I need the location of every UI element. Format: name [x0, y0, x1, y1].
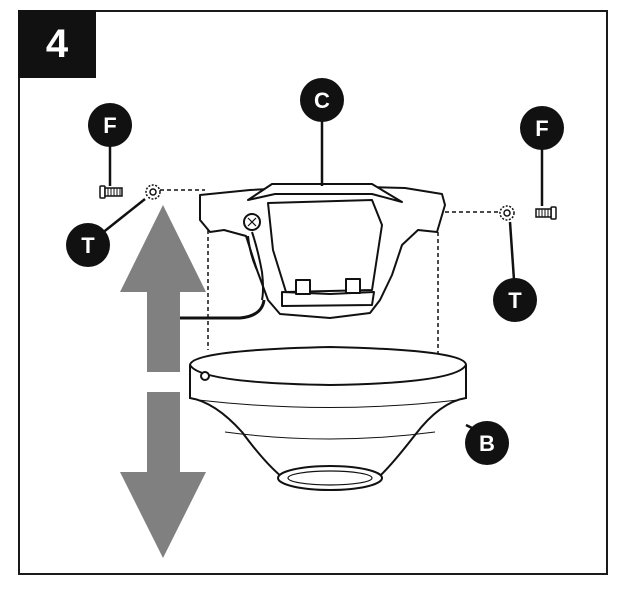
step-number: 4 — [45, 21, 69, 66]
washer-left — [145, 184, 161, 200]
down-arrow — [120, 392, 206, 558]
callout-T-right: T — [493, 278, 537, 322]
callout-T-left: T — [66, 223, 110, 267]
diagram-frame — [18, 10, 608, 575]
callout-F-left: F — [88, 103, 132, 147]
callout-F-right: F — [520, 106, 564, 150]
washer-right — [499, 205, 515, 221]
ground-wire — [180, 299, 266, 320]
callout-B: B — [465, 421, 509, 465]
leader-lines — [100, 118, 544, 430]
step-number-badge: 4 — [18, 10, 96, 78]
up-arrow — [120, 205, 206, 372]
callout-C: C — [300, 78, 344, 122]
screw-right — [535, 206, 557, 220]
svg-text:F: F — [535, 116, 548, 141]
screw-left — [99, 185, 123, 199]
mounting-bracket — [199, 183, 446, 319]
svg-text:T: T — [508, 288, 522, 313]
alignment-lines — [160, 189, 500, 358]
canopy — [189, 345, 467, 491]
svg-text:C: C — [314, 88, 330, 113]
svg-text:F: F — [103, 113, 116, 138]
svg-text:B: B — [479, 431, 495, 456]
svg-text:T: T — [81, 233, 95, 258]
